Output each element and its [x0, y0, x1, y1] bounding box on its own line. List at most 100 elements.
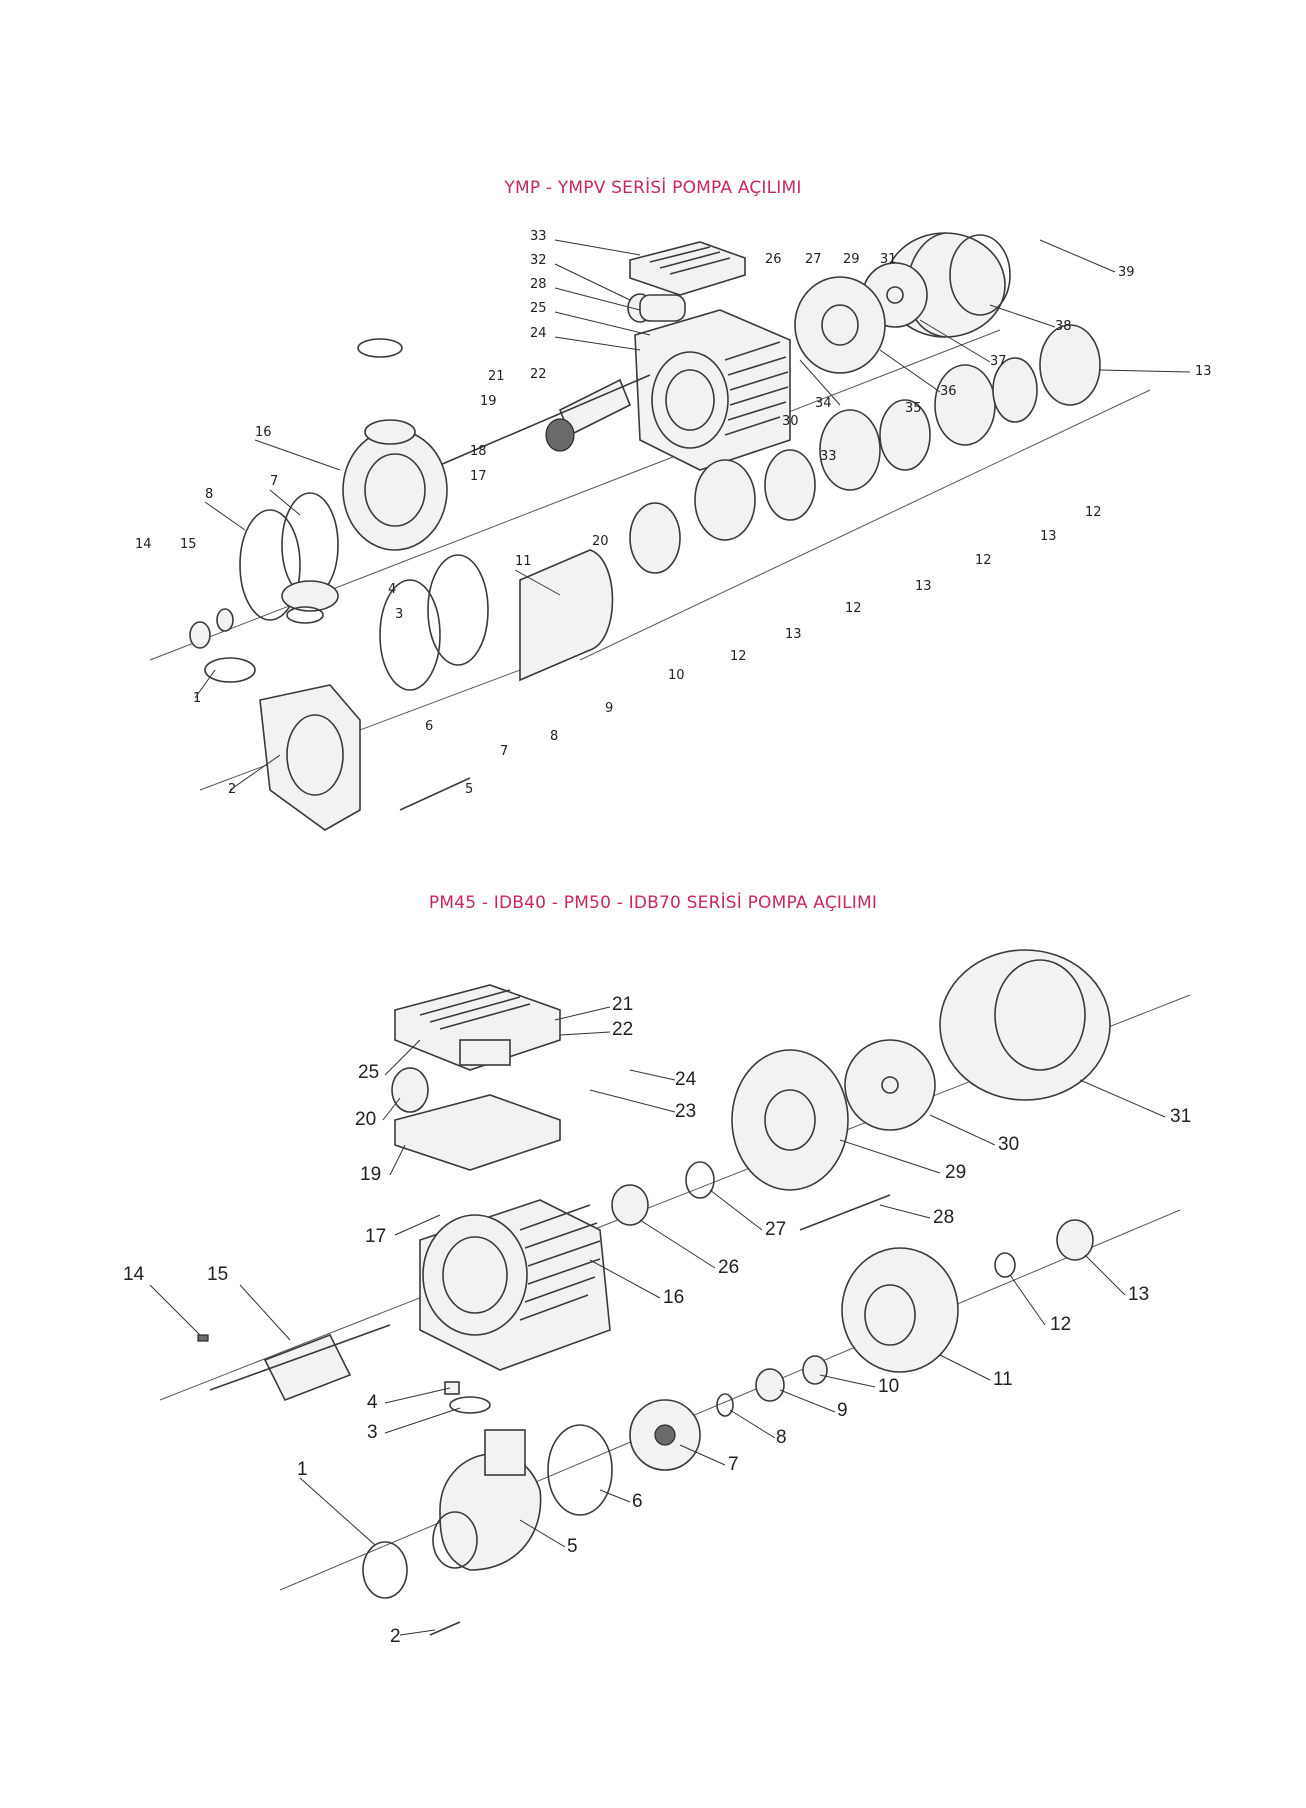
svg-text:39: 39: [1118, 265, 1135, 280]
svg-text:5: 5: [465, 782, 473, 797]
svg-text:12: 12: [1085, 505, 1102, 520]
plug-seal: [216, 608, 234, 632]
svg-text:7: 7: [728, 1454, 739, 1475]
svg-text:2: 2: [228, 782, 236, 797]
svg-text:12: 12: [1050, 1314, 1071, 1335]
svg-text:8: 8: [776, 1427, 787, 1448]
terminal-box-cover: [394, 984, 561, 1071]
svg-text:19: 19: [480, 394, 497, 409]
pump-axis-line: [279, 1209, 1181, 1591]
svg-text:25: 25: [358, 1062, 379, 1083]
svg-text:33: 33: [530, 229, 547, 244]
seal-ring-3: [286, 606, 324, 624]
svg-text:12: 12: [730, 649, 747, 664]
svg-text:22: 22: [612, 1019, 633, 1040]
svg-text:26: 26: [765, 252, 782, 267]
svg-text:23: 23: [675, 1101, 696, 1122]
svg-text:21: 21: [612, 994, 633, 1015]
svg-text:26: 26: [718, 1257, 739, 1278]
svg-text:37: 37: [990, 354, 1007, 369]
svg-text:14: 14: [123, 1264, 145, 1285]
part-labels-top: 33 32 28 25 24 26 27 29 31 39 38 37 36 3…: [135, 229, 1212, 797]
svg-text:10: 10: [878, 1376, 899, 1397]
svg-text:10: 10: [668, 668, 685, 683]
exploded-view-pm45: 21 22 24 23 25 20 19 17 26 27 28 29 30 3…: [123, 949, 1191, 1647]
svg-text:30: 30: [782, 414, 799, 429]
svg-text:16: 16: [663, 1287, 684, 1308]
svg-text:31: 31: [1170, 1106, 1191, 1127]
exploded-view-ymp: 33 32 28 25 24 26 27 29 31 39 38 37 36 3…: [135, 229, 1212, 831]
svg-text:17: 17: [365, 1226, 386, 1247]
svg-text:4: 4: [388, 582, 396, 597]
seal-ring-1: [204, 657, 256, 683]
svg-text:19: 19: [360, 1164, 381, 1185]
svg-text:30: 30: [998, 1134, 1019, 1155]
rotor-shaft: [439, 374, 651, 466]
svg-text:2: 2: [390, 1626, 401, 1647]
svg-text:27: 27: [805, 252, 822, 267]
impeller: [629, 1399, 701, 1471]
svg-text:13: 13: [1040, 529, 1057, 544]
svg-text:9: 9: [837, 1400, 848, 1421]
outer-sleeve: [379, 549, 614, 691]
diagram-title-top: YMP - YMPV SERİSİ POMPA AÇILIMI: [504, 178, 802, 198]
svg-text:12: 12: [845, 601, 862, 616]
svg-text:32: 32: [530, 253, 547, 268]
svg-text:16: 16: [255, 425, 272, 440]
svg-text:25: 25: [530, 301, 547, 316]
svg-text:20: 20: [355, 1109, 376, 1130]
rotor: [209, 1324, 391, 1402]
svg-text:1: 1: [193, 691, 201, 706]
svg-text:11: 11: [993, 1369, 1013, 1390]
svg-text:15: 15: [207, 1264, 228, 1285]
motor-housing: [634, 309, 791, 471]
svg-text:14: 14: [135, 537, 152, 552]
impeller-stack: [629, 324, 1101, 574]
svg-text:24: 24: [675, 1069, 697, 1090]
svg-text:6: 6: [632, 1491, 643, 1512]
svg-text:7: 7: [500, 744, 508, 759]
pump-casing: [432, 1429, 542, 1571]
bearing-13: [1056, 1219, 1094, 1261]
tie-rod: [799, 1194, 891, 1231]
pump-bracket: [841, 1247, 959, 1373]
svg-text:38: 38: [1055, 319, 1072, 334]
inlet-ring: [362, 1541, 408, 1599]
part-labels-bottom: 21 22 24 23 25 20 19 17 26 27 28 29 30 3…: [123, 994, 1191, 1647]
pump-casing: [259, 580, 361, 831]
svg-text:36: 36: [940, 384, 957, 399]
o-ring: [547, 1424, 613, 1516]
svg-text:8: 8: [205, 487, 213, 502]
shaft-key: [197, 1334, 209, 1342]
svg-text:22: 22: [530, 367, 547, 382]
svg-text:3: 3: [395, 607, 403, 622]
svg-text:29: 29: [945, 1162, 966, 1183]
wave-washer: [685, 1161, 715, 1199]
tie-rod: [399, 777, 471, 811]
capacitor: [391, 1067, 429, 1113]
mechanical-seal: [755, 1368, 785, 1402]
terminal-block: [459, 1039, 511, 1066]
capacitor: [627, 293, 686, 323]
svg-text:13: 13: [1128, 1284, 1149, 1305]
svg-text:11: 11: [515, 554, 532, 569]
svg-text:13: 13: [915, 579, 932, 594]
svg-text:5: 5: [567, 1536, 578, 1557]
svg-text:34: 34: [815, 396, 832, 411]
svg-text:15: 15: [180, 537, 197, 552]
svg-text:28: 28: [530, 277, 547, 292]
svg-text:12: 12: [975, 553, 992, 568]
svg-text:31: 31: [880, 252, 897, 267]
svg-text:4: 4: [367, 1392, 378, 1413]
svg-text:9: 9: [605, 701, 613, 716]
o-ring-8: [239, 509, 301, 621]
svg-text:18: 18: [470, 444, 487, 459]
drain-plug: [189, 621, 211, 649]
svg-text:29: 29: [843, 252, 860, 267]
fill-plug: [444, 1381, 460, 1395]
diagram-title-bottom: PM45 - IDB40 - PM50 - IDB70 SERİSİ POMPA…: [428, 893, 878, 913]
svg-text:27: 27: [765, 1219, 786, 1240]
motor-housing: [419, 1039, 611, 1371]
svg-text:33: 33: [820, 449, 837, 464]
circlip: [716, 1393, 734, 1417]
